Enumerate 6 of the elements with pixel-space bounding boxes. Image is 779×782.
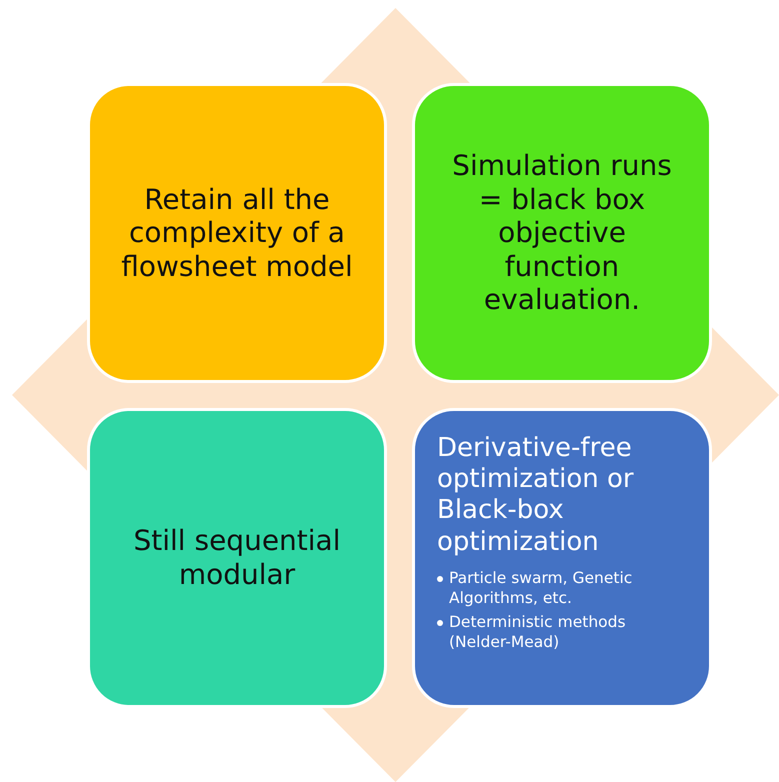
box-text: Retain all the complexity of a flowsheet model (120, 182, 354, 284)
bullet-item: Deterministic methods (Nelder-Mead) (449, 612, 627, 652)
bullet-item: Particle swarm, Genetic Algorithms, etc. (449, 568, 634, 608)
box-text: Simulation runs = black box objective function evaluation. (451, 149, 673, 317)
box-text: Still sequential modular (132, 524, 342, 592)
box-text: Derivative-free optimization or Black-box optimization (437, 433, 635, 558)
